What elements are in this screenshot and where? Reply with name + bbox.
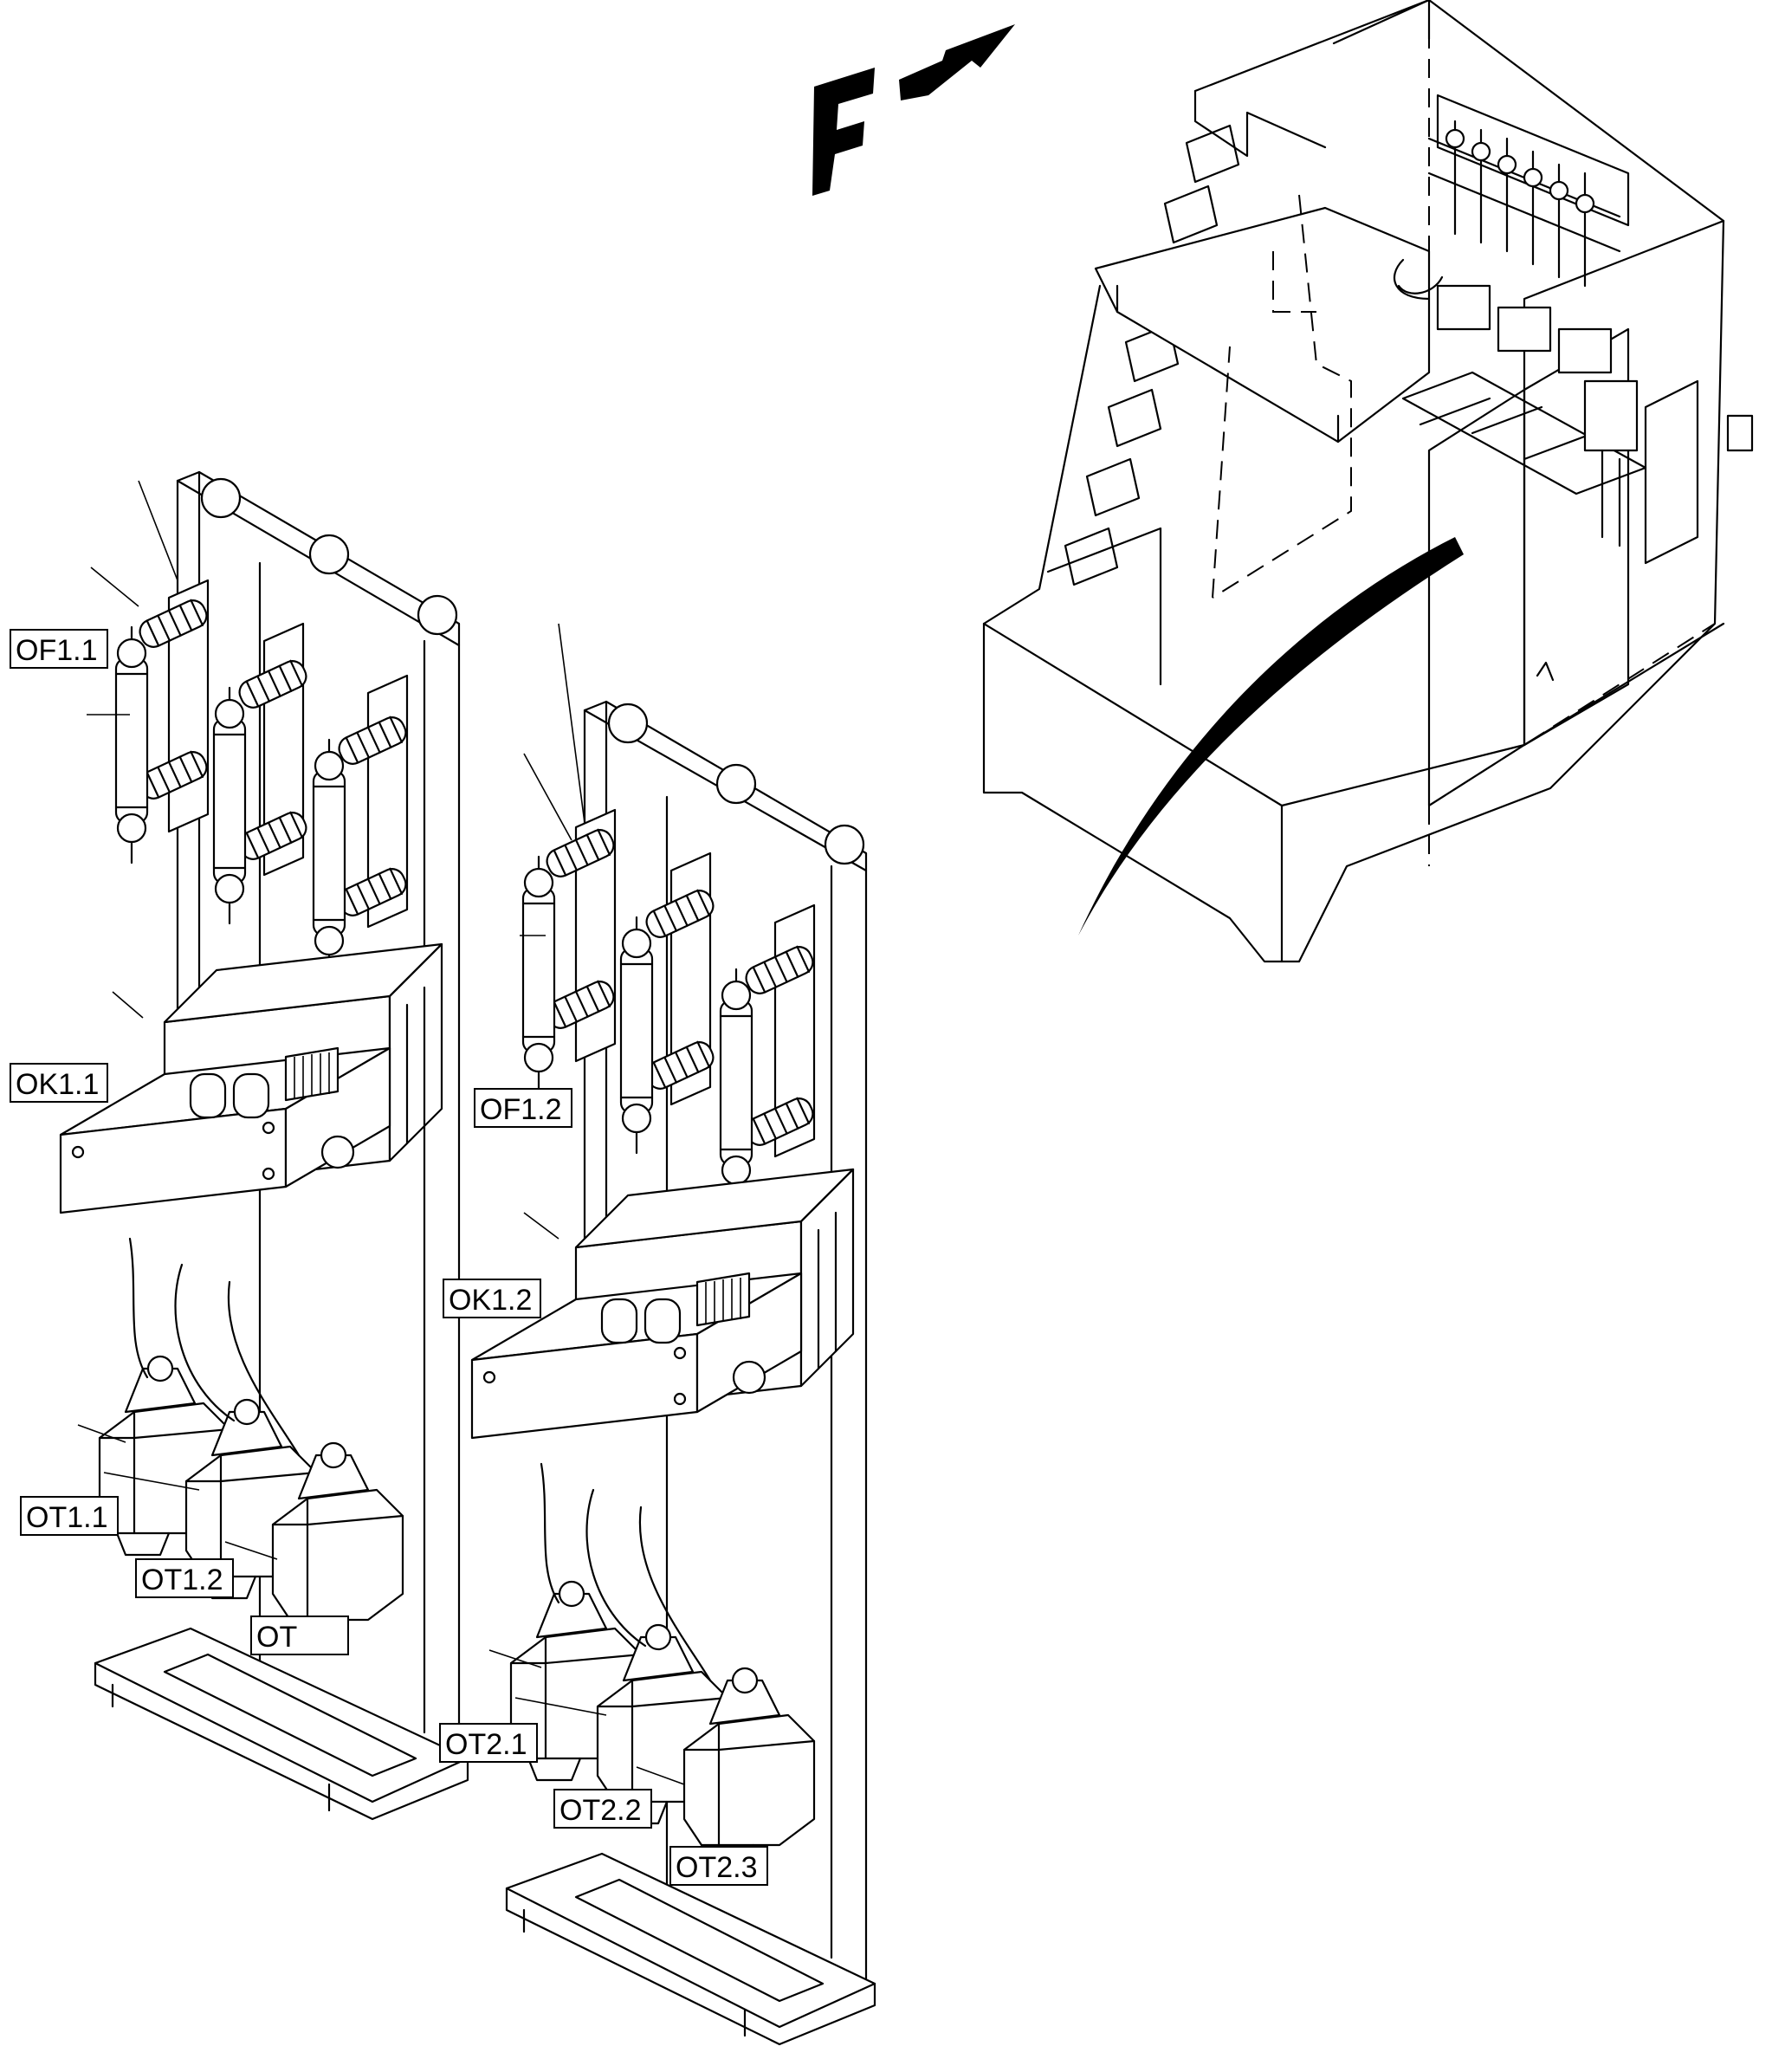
arrow-up-right-icon bbox=[899, 24, 1015, 100]
svg-text:OT2.2: OT2.2 bbox=[559, 1794, 641, 1827]
label-ok1-1: OK1.1 bbox=[10, 1063, 108, 1103]
svg-text:OK1.2: OK1.2 bbox=[449, 1284, 532, 1317]
label-ot2-3: OT2.3 bbox=[669, 1846, 768, 1886]
label-ot2-2: OT2.2 bbox=[553, 1789, 652, 1829]
svg-text:OF1.2: OF1.2 bbox=[480, 1093, 561, 1126]
label-ot1-2: OT1.2 bbox=[135, 1558, 234, 1598]
detail-callout-curve bbox=[1078, 537, 1464, 936]
base-tray-1 bbox=[94, 1627, 469, 1821]
svg-text:OT1.1: OT1.1 bbox=[26, 1501, 107, 1534]
base-tray-2 bbox=[505, 1852, 876, 2046]
svg-text:OT1.2: OT1.2 bbox=[141, 1564, 223, 1596]
label-ot1-1: OT1.1 bbox=[20, 1496, 119, 1536]
svg-text:OK1.1: OK1.1 bbox=[16, 1068, 99, 1101]
view-letter-f bbox=[812, 68, 875, 196]
svg-text:OT: OT bbox=[256, 1621, 297, 1654]
cabinet-internal-equipment bbox=[1394, 94, 1754, 565]
label-ok1-2: OK1.2 bbox=[443, 1279, 541, 1318]
label-of1-2: OF1.2 bbox=[474, 1088, 572, 1128]
svg-text:OT2.1: OT2.1 bbox=[445, 1728, 527, 1761]
panel-group-1 bbox=[59, 470, 469, 1821]
svg-text:OF1.1: OF1.1 bbox=[16, 634, 97, 667]
label-ot2-1: OT2.1 bbox=[439, 1723, 538, 1763]
panel-group-2 bbox=[470, 623, 876, 2046]
label-of1-1: OF1.1 bbox=[10, 629, 108, 669]
svg-text:OT2.3: OT2.3 bbox=[676, 1851, 757, 1884]
label-ot1-3: OT bbox=[250, 1616, 349, 1655]
cabinet-overview bbox=[982, 0, 1754, 963]
view-direction-marker bbox=[812, 24, 1015, 196]
component-labels: OF1.1 OK1.1 OT1.1 OT1.2 OT OF1.2 OK1.2 bbox=[10, 629, 768, 1886]
